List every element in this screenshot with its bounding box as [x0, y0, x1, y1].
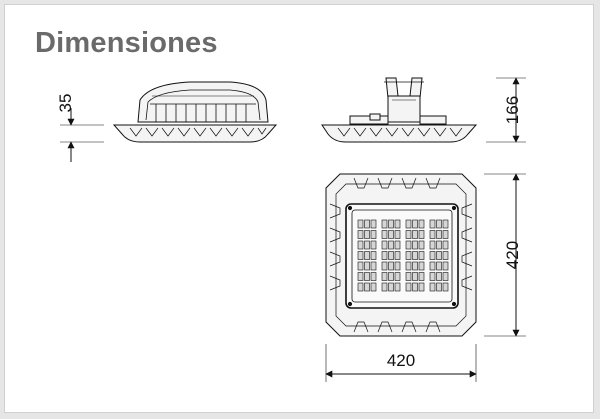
- led-cell: [394, 261, 401, 271]
- led-cell: [357, 261, 364, 271]
- led-cell: [412, 272, 418, 281]
- led-cell: [370, 240, 377, 250]
- height-label: 166: [503, 96, 522, 124]
- led-cell: [405, 282, 412, 292]
- led-cell: [429, 272, 436, 281]
- led-cell: [418, 230, 425, 239]
- page-title: Dimensiones: [35, 27, 218, 59]
- led-cell: [394, 230, 401, 239]
- led-cell: [370, 261, 377, 271]
- led-cell: [370, 272, 377, 281]
- led-cell: [418, 272, 425, 281]
- led-cell: [442, 282, 449, 292]
- led-cell: [357, 219, 364, 229]
- led-cell: [412, 240, 418, 250]
- led-cell: [436, 230, 442, 239]
- led-cell: [370, 219, 377, 229]
- depth-dimension: [484, 173, 526, 337]
- led-cell: [412, 251, 418, 260]
- width-dimension: [325, 344, 477, 382]
- led-cell: [364, 282, 370, 292]
- led-cell: [436, 240, 442, 250]
- led-cell: [388, 272, 394, 281]
- led-cell: [364, 219, 370, 229]
- led-cell: [394, 219, 401, 229]
- led-cell: [388, 251, 394, 260]
- led-cell: [357, 230, 364, 239]
- led-cell: [381, 219, 388, 229]
- led-cell: [412, 261, 418, 271]
- led-cell: [418, 282, 425, 292]
- led-cell: [364, 230, 370, 239]
- led-cell: [394, 282, 401, 292]
- top-view: [325, 173, 477, 337]
- led-cell: [370, 251, 377, 260]
- led-cell: [405, 230, 412, 239]
- led-cell: [429, 240, 436, 250]
- led-cell: [381, 230, 388, 239]
- led-cell: [436, 282, 442, 292]
- led-cell: [442, 272, 449, 281]
- led-cell: [370, 230, 377, 239]
- led-cell: [442, 261, 449, 271]
- led-cell: [436, 272, 442, 281]
- led-cell: [418, 261, 425, 271]
- led-cell: [405, 219, 412, 229]
- led-cell: [442, 230, 449, 239]
- front-view: [112, 81, 278, 143]
- width-label: 420: [387, 351, 415, 370]
- led-cell: [442, 240, 449, 250]
- led-cell: [405, 251, 412, 260]
- drawing-sheet: Dimensiones: [4, 4, 594, 413]
- led-cell: [364, 261, 370, 271]
- led-cell: [381, 240, 388, 250]
- led-cell: [418, 219, 425, 229]
- led-cell: [442, 219, 449, 229]
- led-cell: [418, 251, 425, 260]
- led-cell: [429, 251, 436, 260]
- led-cell: [381, 261, 388, 271]
- led-cell: [412, 282, 418, 292]
- led-cell: [405, 240, 412, 250]
- led-cell: [370, 282, 377, 292]
- led-cell: [357, 282, 364, 292]
- led-cell: [381, 251, 388, 260]
- led-cell: [436, 251, 442, 260]
- led-cell: [436, 261, 442, 271]
- led-cell: [388, 219, 394, 229]
- led-cell: [429, 230, 436, 239]
- thickness-dimension: [60, 108, 104, 162]
- led-cell: [442, 251, 449, 260]
- led-cell: [429, 261, 436, 271]
- led-cell: [412, 219, 418, 229]
- led-cell: [381, 272, 388, 281]
- led-cell: [388, 240, 394, 250]
- led-cell: [381, 282, 388, 292]
- led-cell: [405, 272, 412, 281]
- led-cell: [412, 230, 418, 239]
- led-array: [357, 219, 449, 292]
- led-cell: [394, 240, 401, 250]
- led-cell: [357, 240, 364, 250]
- led-cell: [388, 230, 394, 239]
- led-cell: [429, 219, 436, 229]
- led-cell: [436, 219, 442, 229]
- led-cell: [357, 272, 364, 281]
- led-cell: [418, 240, 425, 250]
- thickness-label: 35: [56, 94, 75, 113]
- height-dimension: [486, 77, 526, 143]
- led-cell: [405, 261, 412, 271]
- led-cell: [429, 282, 436, 292]
- led-cell: [364, 251, 370, 260]
- led-cell: [357, 251, 364, 260]
- led-cell: [394, 272, 401, 281]
- led-cell: [388, 282, 394, 292]
- led-cell: [388, 261, 394, 271]
- led-cell: [394, 251, 401, 260]
- side-view: [321, 77, 478, 143]
- led-cell: [364, 272, 370, 281]
- led-cell: [364, 240, 370, 250]
- depth-label: 420: [503, 241, 522, 269]
